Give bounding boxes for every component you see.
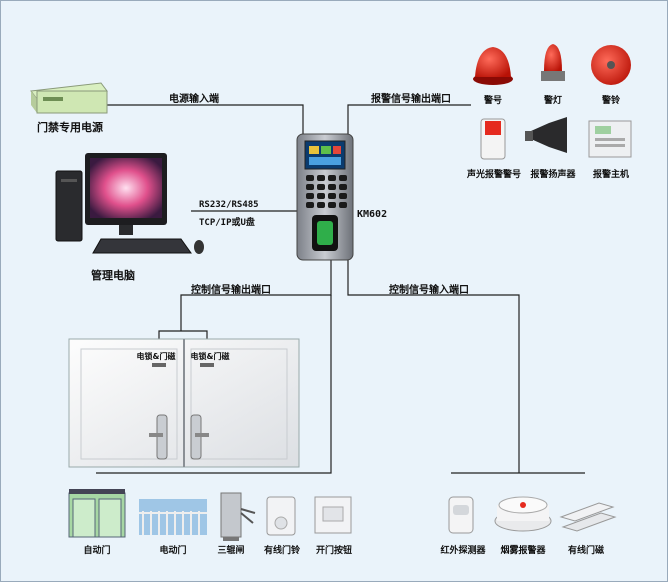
door-contact-label: 有线门磁 [567, 546, 604, 556]
smoke-detector-label: 烟雾报警器 [500, 546, 546, 556]
exit-button-label: 开门按钮 [315, 546, 352, 556]
alarm-light-image [541, 44, 565, 81]
doorbell-image [266, 496, 296, 536]
electric-gate-label: 电动门 [159, 546, 187, 556]
connection-lines [96, 104, 585, 474]
power-line [107, 104, 304, 134]
pir-detector-image [448, 496, 474, 534]
alarm-speaker-label: 报警扬声器 [530, 170, 576, 180]
door-lock-right-label: 电锁&门磁 [190, 352, 230, 361]
alarm-host-label: 报警主机 [592, 170, 629, 180]
alarm-bell-image [591, 45, 631, 85]
doorbell-label: 有线门铃 [263, 546, 300, 556]
control-in-line [347, 259, 520, 473]
pir-detector-label: 红外探测器 [440, 546, 486, 556]
smoke-detector-image [494, 496, 552, 532]
exit-button-image [314, 496, 352, 534]
power-supply-image [30, 82, 108, 114]
device-model-label: KM602 [357, 209, 388, 220]
alarm-siren-image [473, 47, 513, 85]
alarm-siren-label: 警号 [483, 96, 502, 106]
pc-label: 管理电脑 [91, 269, 135, 282]
turnstile-label: 三辊闸 [217, 546, 245, 556]
electric-gate-image [139, 499, 207, 535]
alarm-output-label: 报警信号输出端口 [371, 94, 451, 105]
km602-terminal-image [296, 133, 354, 261]
auto-door-label: 自动门 [83, 546, 111, 556]
alarm-line [347, 104, 471, 134]
strobe-siren-image [480, 118, 506, 160]
double-door-image [68, 338, 300, 468]
door-contact-image [559, 502, 617, 532]
pc-image [55, 153, 204, 254]
turnstile-image [220, 492, 256, 541]
alarm-speaker-image [525, 117, 567, 153]
strobe-siren-label: 声光报警警号 [466, 170, 521, 180]
auto-door-image [68, 489, 126, 538]
control-input-label: 控制信号输入端口 [389, 285, 469, 296]
control-output-label: 控制信号输出端口 [191, 285, 271, 296]
comm-protocol-label: RS232/RS485 [199, 200, 259, 210]
alarm-host-image [588, 120, 632, 158]
power-supply-label: 门禁专用电源 [37, 121, 103, 134]
output-bus [96, 295, 332, 474]
alarm-bell-label: 警铃 [601, 96, 620, 106]
control-out-line [180, 259, 332, 331]
power-input-label: 电源输入端 [169, 94, 219, 105]
comm-transfer-label: TCP/IP或U盘 [199, 218, 255, 228]
lock-bracket [158, 330, 208, 344]
door-lock-left-label: 电锁&门磁 [136, 352, 176, 361]
alarm-light-label: 警灯 [543, 96, 562, 106]
